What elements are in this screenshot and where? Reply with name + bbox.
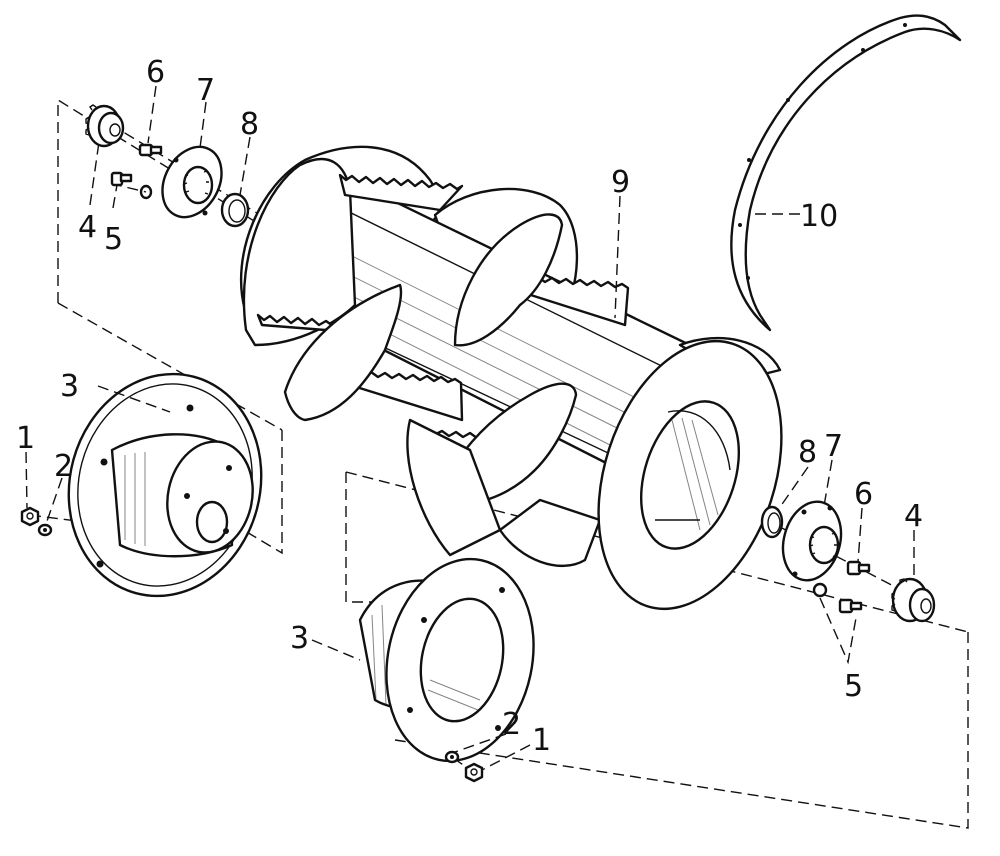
callout-5-right: 5 [844, 669, 863, 704]
auger-drum [240, 145, 783, 611]
callout-2-right: 2 [502, 707, 521, 742]
callout-3-right: 3 [290, 621, 309, 656]
right-bolts [812, 560, 871, 614]
right-seal-ring [760, 505, 784, 539]
callout-7-left: 7 [196, 73, 215, 108]
callout-labels: 1 2 3 4 5 6 7 8 9 10 8 7 6 4 5 3 2 1 [16, 55, 923, 758]
left-bolts [110, 143, 163, 200]
callout-6-right: 6 [854, 477, 873, 512]
left-splined-flange [161, 145, 223, 219]
callout-1-left: 1 [16, 421, 35, 456]
right-nut-and-washer [444, 750, 484, 783]
left-seal-ring [220, 192, 250, 228]
left-flanged-hub [67, 372, 263, 598]
callout-7-right: 7 [824, 429, 843, 464]
left-nut-and-washer [20, 506, 53, 537]
callout-5-left: 5 [104, 222, 123, 257]
right-flanged-hub [358, 557, 535, 763]
callout-4-right: 4 [904, 499, 923, 534]
right-sprocket [891, 577, 936, 623]
callout-8-right: 8 [798, 435, 817, 470]
leader-lines [25, 85, 915, 771]
callout-4-left: 4 [78, 210, 97, 245]
callout-2-left: 2 [54, 449, 73, 484]
callout-10: 10 [800, 199, 838, 234]
curved-strip [730, 14, 962, 332]
callout-1-right: 1 [532, 723, 551, 758]
callout-6-left: 6 [146, 55, 165, 90]
callout-3-left: 3 [60, 369, 79, 404]
right-splined-flange [781, 500, 843, 582]
left-sprocket [85, 104, 125, 148]
callout-8-left: 8 [240, 107, 259, 142]
callout-9: 9 [611, 165, 630, 200]
